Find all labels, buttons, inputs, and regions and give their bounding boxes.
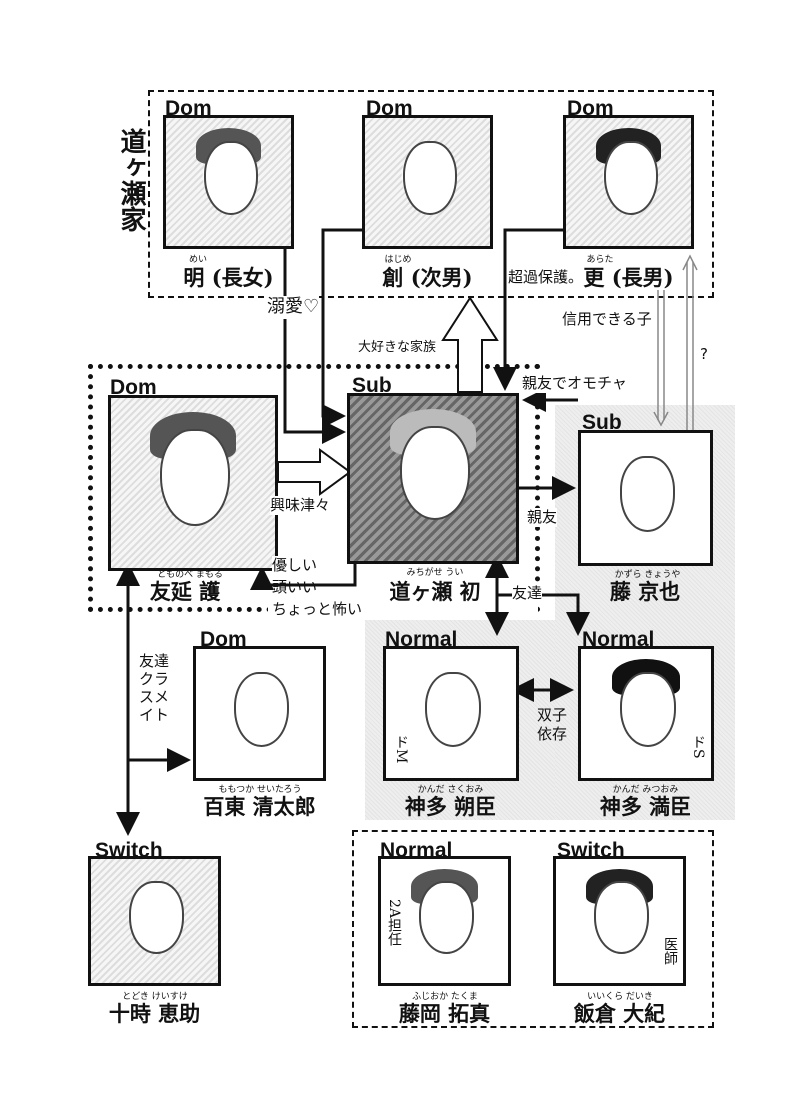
portrait-daiki[interactable]: 医師	[553, 856, 686, 986]
arrow-arata-to-ui	[493, 228, 563, 391]
role-label: Normal	[582, 628, 655, 651]
label-atamaii: 頭いい	[272, 578, 318, 596]
character-name: 明 (長女)	[183, 265, 274, 290]
character-name: 十時 恵助	[108, 1001, 201, 1026]
arrow-hajime-to-ui	[321, 228, 362, 428]
role-label: Dom	[200, 628, 247, 651]
teachers-group-box	[352, 830, 714, 1028]
role-label: Dom	[366, 97, 413, 120]
label-futago: 双子依存	[536, 706, 567, 743]
label-daisuki: 大好きな家族	[358, 340, 437, 357]
role-label: Sub	[352, 374, 392, 397]
character-name: 藤岡 拓真	[398, 1001, 491, 1026]
label-shinyou: 信用できる子	[562, 310, 652, 329]
role-label: Normal	[385, 628, 458, 651]
role-label: Dom	[165, 97, 212, 120]
name-ruby: みちがせ うい	[406, 568, 464, 578]
role-label: Dom	[110, 376, 157, 399]
name-ruby: かんだ さくおみ	[417, 785, 484, 795]
character-name: 飯倉 大紀	[573, 1001, 666, 1026]
portrait-kyoya[interactable]	[578, 430, 713, 566]
name-ruby: いいくら だいき	[587, 992, 653, 1002]
label-dekiai: 溺愛♡	[267, 296, 320, 319]
tag-dom-m: ドM	[393, 735, 409, 764]
tag-homeroom-teacher: 2A担任	[386, 899, 402, 947]
label-shinyu: 親友	[527, 508, 558, 527]
tag-doctor: 医師	[662, 937, 678, 965]
big-arrow-ui-to-hajime	[441, 296, 499, 393]
name-ruby: あらた	[586, 255, 614, 265]
tag-dom-s: ドS	[690, 735, 706, 759]
portrait-sakuomi[interactable]: ドM	[383, 646, 519, 781]
character-name: 神多 朔臣	[404, 794, 497, 819]
name-ruby: めい	[188, 255, 207, 265]
label-tomodachi: 友達	[512, 584, 543, 603]
family-label: 道ヶ瀬家	[116, 128, 146, 232]
character-name: 創 (次男)	[382, 265, 473, 290]
double-line-kyoya-to-arata	[686, 262, 694, 430]
arrow-ui-to-mamoru	[250, 563, 357, 590]
big-arrow-mamoru-to-ui	[277, 448, 352, 496]
role-label: Dom	[567, 97, 614, 120]
portrait-takuma[interactable]: 2A担任	[378, 856, 511, 986]
portrait-seitaro[interactable]	[193, 646, 326, 781]
role-label: Switch	[95, 839, 163, 862]
character-name: 更 (長男)	[583, 265, 674, 290]
portrait-ui[interactable]	[347, 393, 519, 564]
label-yasashii: 優しい	[272, 556, 318, 575]
name-ruby: かずら きょうや	[614, 570, 681, 580]
role-label: Normal	[380, 839, 453, 862]
character-name: 百東 清太郎	[203, 794, 316, 819]
name-ruby: とものべ まもる	[157, 570, 223, 580]
label-classmate: 友達クラスメイト	[138, 652, 169, 724]
label-shinyu-omocha: 親友でオモチャ	[522, 374, 627, 393]
label-kahogo: 超過保護。	[508, 268, 584, 287]
portrait-mamoru[interactable]	[108, 395, 278, 571]
role-label: Sub	[582, 411, 622, 434]
portrait-arata[interactable]	[563, 115, 694, 249]
double-line-arata-to-kyoya	[657, 290, 665, 420]
name-ruby: はじめ	[384, 255, 412, 265]
character-name: 藤 京也	[609, 579, 681, 604]
name-ruby: ふじおか たくま	[412, 992, 478, 1002]
portrait-mitsuomi[interactable]: ドS	[578, 646, 714, 781]
character-name: 道ヶ瀬 初	[389, 579, 481, 604]
portrait-keisuke[interactable]	[88, 856, 221, 986]
character-name: 神多 満臣	[599, 794, 692, 819]
label-question: ?	[700, 345, 708, 364]
name-ruby: とどき けいすけ	[122, 992, 188, 1002]
name-ruby: ももつか せいたろう	[218, 785, 302, 795]
family-group-box	[148, 90, 714, 298]
name-ruby: かんだ みつおみ	[612, 785, 679, 795]
label-kyomi: 興味津々	[270, 496, 331, 515]
portrait-mei[interactable]	[163, 115, 294, 249]
portrait-hajime[interactable]	[362, 115, 493, 249]
role-label: Switch	[557, 839, 625, 862]
character-name: 友延 護	[149, 579, 221, 604]
label-kowai: ちょっと怖い	[272, 600, 363, 619]
